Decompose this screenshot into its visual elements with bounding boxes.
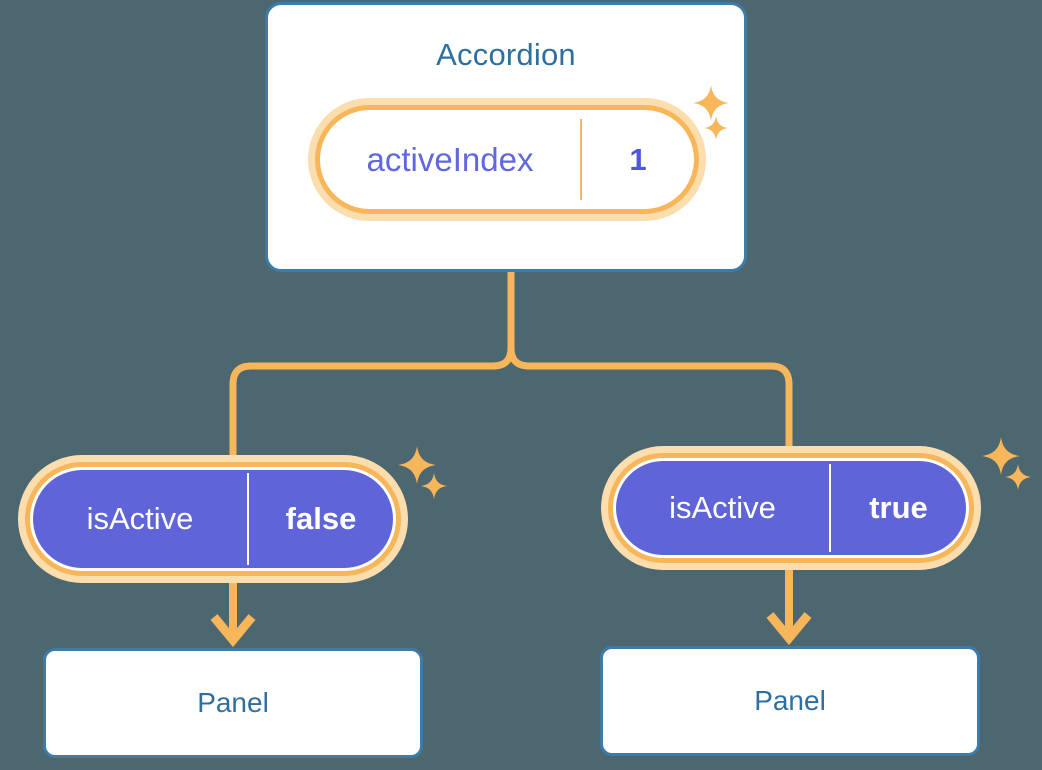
state-pill-ring: isActive false — [25, 462, 401, 576]
panel-title: Panel — [197, 687, 269, 718]
state-pill-divider — [247, 473, 249, 565]
arrow-down-icon-left — [210, 583, 256, 648]
state-value-label: false — [285, 501, 357, 536]
state-value-label: 1 — [629, 141, 647, 177]
state-pill-is-active-true[interactable]: isActive true — [601, 446, 981, 570]
state-pill-body: isActive true — [616, 461, 966, 555]
state-key-label: isActive — [86, 501, 194, 536]
page-title: Accordion — [436, 37, 576, 72]
state-pill-divider — [829, 464, 831, 552]
state-key-label: isActive — [669, 490, 776, 525]
state-pill-body: activeIndex 1 — [320, 110, 694, 209]
panel-card-left[interactable]: Panel — [43, 648, 423, 758]
state-pill-divider — [580, 119, 582, 200]
state-pill-gap: isActive true — [613, 458, 969, 558]
arrow-down-icon-right — [766, 570, 812, 646]
state-value-label: true — [869, 490, 928, 525]
branch-path-right — [507, 266, 793, 456]
state-pill-ring: activeIndex 1 — [315, 105, 699, 214]
state-pill-is-active-false[interactable]: isActive false — [18, 455, 408, 583]
branch-path-left — [229, 266, 515, 464]
state-pill-ring: isActive true — [608, 453, 974, 563]
state-key-label: activeIndex — [366, 140, 534, 178]
state-pill-gap: isActive false — [30, 467, 396, 571]
panel-card-right[interactable]: Panel — [600, 646, 980, 756]
state-pill-body: isActive false — [33, 470, 393, 568]
state-pill-active-index[interactable]: activeIndex 1 — [308, 98, 706, 221]
panel-title: Panel — [754, 685, 826, 716]
